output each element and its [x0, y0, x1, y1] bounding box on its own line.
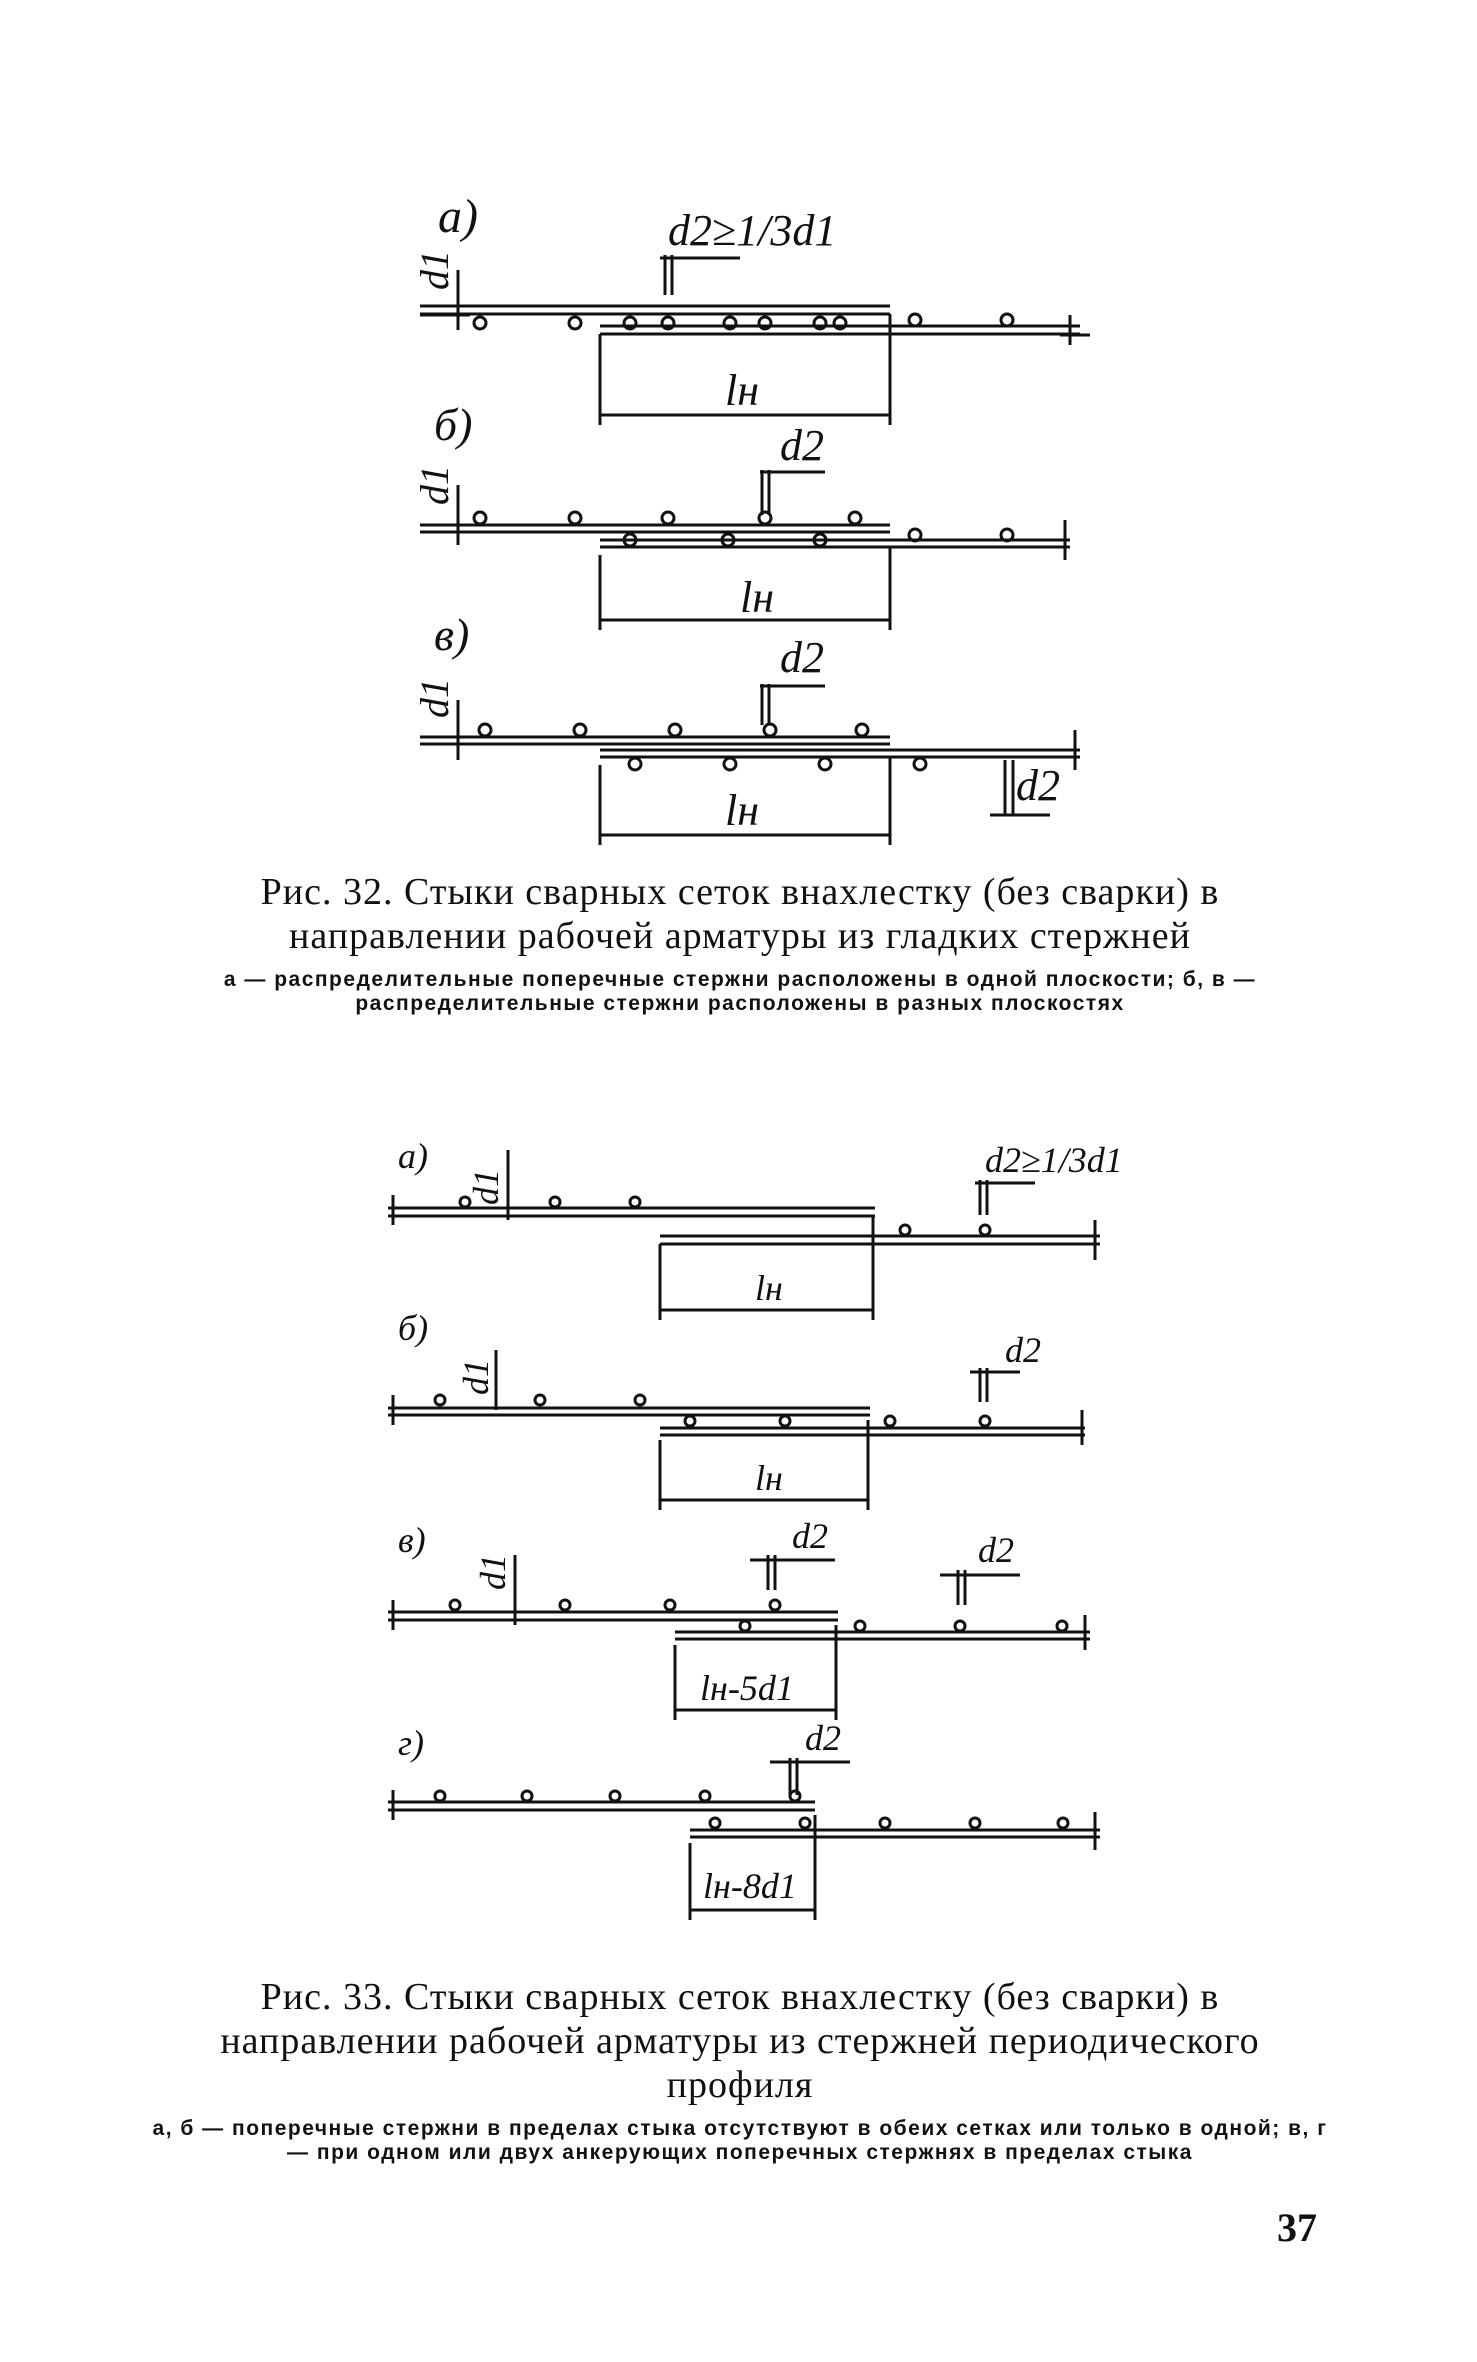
fig33-caption: Рис. 33. Стыки сварных сеток внахлестку …: [150, 1975, 1330, 2165]
d2-right-label: d2: [978, 1530, 1014, 1570]
page-number: 37: [1277, 2205, 1317, 2250]
d2-label: d2: [780, 421, 824, 470]
d1-label: d1: [412, 465, 457, 505]
fig33-panel-b: б) d1 d2 lн: [388, 1308, 1085, 1510]
ln-label: lн-5d1: [700, 1668, 794, 1708]
fig33-note: а, б — поперечные стержни в пределах сты…: [152, 2117, 1328, 2164]
d2-label: d2≥1/3d1: [668, 206, 836, 255]
panel-letter: в): [434, 609, 469, 660]
fig33-title: Рис. 33. Стыки сварных сеток внахлестку …: [220, 1976, 1260, 2106]
ln-label: lн: [755, 1268, 783, 1308]
fig33-panel-a: а) d1 d2≥1/3d1 lн: [388, 1136, 1123, 1320]
d2-label: d2≥1/3d1: [985, 1140, 1123, 1180]
d2-bottom-label: d2: [1016, 761, 1060, 810]
ln-label: lн-8d1: [703, 1866, 797, 1906]
d2-label: d2: [792, 1516, 828, 1556]
fig32-caption: Рис. 32. Стыки сварных сеток внахлестку …: [150, 870, 1330, 1016]
fig32-note: а — распределительные поперечные стержни…: [223, 968, 1257, 1015]
d1-label: d1: [466, 1169, 506, 1205]
ln-label: lн: [740, 573, 774, 622]
ln-label: lн: [725, 786, 759, 835]
d1-label: d1: [412, 250, 457, 290]
panel-letter: б): [398, 1308, 428, 1348]
panel-letter: б): [434, 399, 472, 450]
panel-letter: г): [398, 1723, 424, 1763]
panel-letter: в): [398, 1520, 426, 1560]
panel-letter: а): [438, 190, 478, 243]
d1-label: d1: [456, 1359, 496, 1395]
fig33-panel-d: г) d2 lн-8d1: [388, 1718, 1100, 1920]
d1-label: d1: [473, 1554, 513, 1590]
fig33-panel-c: в) d1 d2 d2 lн-5d1: [388, 1516, 1090, 1720]
d2-label: d2: [1005, 1330, 1041, 1370]
fig32-panel-a: а) d1 d2≥1/3d1 lн: [412, 190, 1090, 425]
fig32-panel-b: б) d1 d2 lн: [412, 399, 1070, 630]
ln-label: lн: [725, 366, 759, 415]
d2-label: d2: [780, 633, 824, 682]
fig32-panel-c: в) d1 d2 d2 lн: [412, 609, 1080, 845]
ln-label: lн: [755, 1458, 783, 1498]
panel-letter: а): [398, 1136, 428, 1176]
d1-label: d1: [412, 678, 457, 718]
d2-label: d2: [805, 1718, 841, 1758]
fig32-title: Рис. 32. Стыки сварных сеток внахлестку …: [260, 871, 1220, 957]
